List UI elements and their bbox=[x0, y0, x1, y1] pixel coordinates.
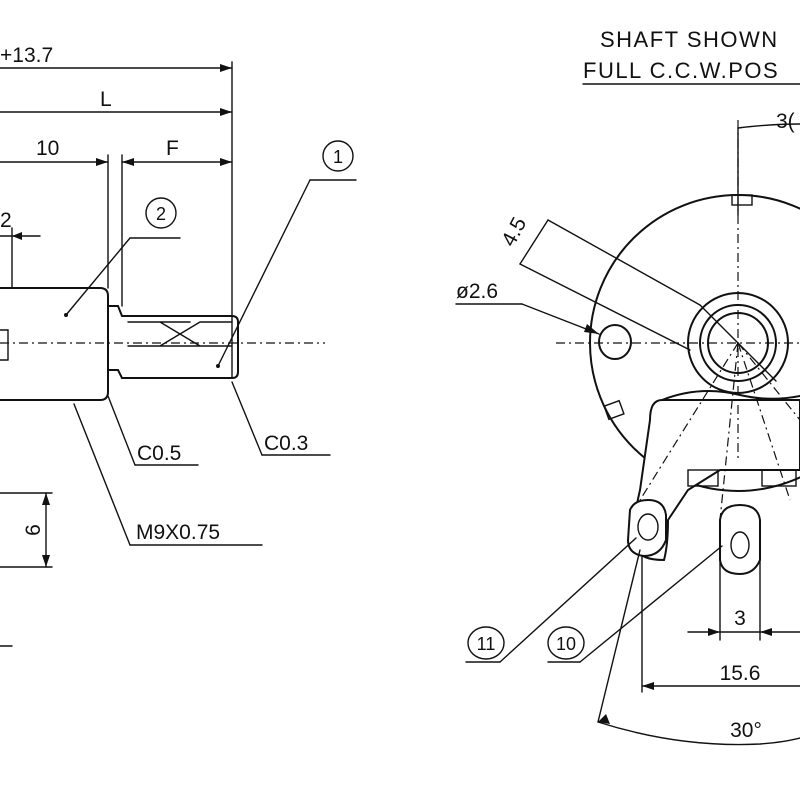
dim-6-arrow-bottom bbox=[42, 555, 50, 567]
dim-hole-arrow bbox=[584, 324, 599, 334]
mounting-hole bbox=[598, 324, 632, 360]
dim-45-ext bbox=[547, 219, 701, 306]
dim-6-arrow-top bbox=[42, 493, 50, 505]
dim-156-arrow bbox=[642, 682, 654, 690]
tab-top bbox=[731, 194, 753, 206]
front-radial-line bbox=[639, 342, 739, 501]
balloon-1-leader bbox=[217, 179, 311, 367]
dim-156-label: 15.6 bbox=[720, 662, 761, 685]
c05-label: C0.5 bbox=[137, 442, 181, 465]
thread-label: M9X0.75 bbox=[136, 521, 220, 544]
balloon-2-label: 2 bbox=[156, 204, 166, 224]
dim-3-label: 3 bbox=[734, 607, 746, 630]
slot-line bbox=[699, 304, 777, 382]
terminal-hole-left bbox=[637, 513, 659, 541]
knurl-hatch bbox=[127, 321, 233, 347]
c05-leader bbox=[107, 395, 136, 466]
top-angle-label: 3( bbox=[776, 110, 795, 133]
front-radial-line bbox=[737, 342, 791, 501]
top-angle-arc bbox=[737, 123, 800, 129]
dim-45-label: 4.5 bbox=[497, 214, 531, 251]
terminal-lug-left bbox=[626, 498, 667, 558]
dim-6-label: 6 bbox=[22, 524, 45, 536]
balloon-1 bbox=[322, 140, 354, 172]
tab-bottom-right bbox=[761, 469, 797, 487]
dim-total-arrow bbox=[220, 64, 232, 72]
front-radial-line bbox=[737, 342, 800, 421]
dim-3-arrow-right bbox=[760, 628, 772, 636]
shaft-outline bbox=[107, 305, 239, 379]
dim-2-arrow bbox=[12, 232, 22, 240]
body-arc-lower bbox=[661, 390, 800, 401]
c03-leader bbox=[231, 381, 263, 456]
dim-hole-label: ø2.6 bbox=[456, 280, 498, 303]
note-line-1: SHAFT SHOWN bbox=[600, 27, 779, 52]
dim-L-label: L bbox=[100, 88, 112, 111]
dim-45-line bbox=[519, 219, 549, 265]
dim-L-arrow bbox=[220, 108, 232, 116]
dim-F-arrow-left bbox=[122, 158, 134, 166]
front-view: SHAFT SHOWN FULL C.C.W.POS bbox=[455, 27, 800, 746]
dim-F-arrow-right bbox=[220, 158, 232, 166]
angle-30-arc bbox=[597, 721, 800, 746]
c03-label: C0.3 bbox=[264, 432, 308, 455]
dim-10-arrow bbox=[96, 158, 108, 166]
side-view: +13.7 L 10 F 2 6 2 bbox=[0, 44, 357, 647]
balloon-11-leader bbox=[499, 537, 637, 663]
balloon-2-leader bbox=[65, 237, 131, 316]
tab-left bbox=[603, 399, 625, 421]
balloon-1-label: 1 bbox=[333, 147, 343, 167]
balloon-10-leader bbox=[579, 545, 723, 663]
dim-total-label: +13.7 bbox=[0, 44, 53, 67]
note-line-2: FULL C.C.W.POS bbox=[583, 58, 779, 83]
balloon-11 bbox=[467, 626, 505, 660]
balloon-10 bbox=[547, 626, 585, 660]
angle-30-arrow bbox=[598, 714, 610, 724]
thread-leader bbox=[73, 403, 131, 546]
terminal-hole-middle bbox=[730, 531, 750, 559]
dim-45-ext bbox=[519, 263, 691, 351]
dim-3-arrow-left bbox=[708, 628, 720, 636]
balloon-10-label: 10 bbox=[556, 634, 576, 654]
angle-30-label: 30° bbox=[730, 719, 762, 742]
angle-30-ext bbox=[597, 549, 641, 723]
balloon-11-label: 11 bbox=[477, 634, 496, 654]
dim-2-label: 2 bbox=[0, 209, 12, 232]
dim-10-label: 10 bbox=[36, 137, 59, 160]
bushing-outline bbox=[0, 287, 109, 401]
terminal-lug-middle bbox=[719, 503, 761, 576]
tab-bottom-left bbox=[687, 469, 719, 487]
balloon-2 bbox=[145, 197, 177, 229]
dim-F-label: F bbox=[166, 137, 179, 160]
